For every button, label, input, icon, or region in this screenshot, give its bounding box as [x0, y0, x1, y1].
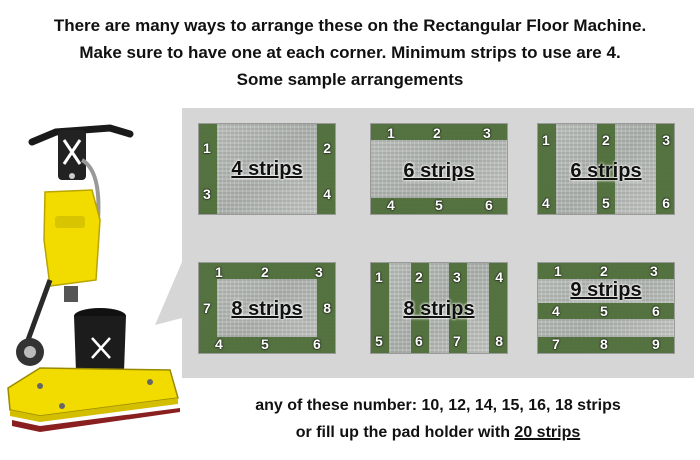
strip-number: 4 [495, 269, 503, 285]
strip-number: 1 [375, 269, 383, 285]
strip-number: 3 [483, 125, 491, 141]
strip-number: 4 [542, 195, 550, 211]
strip-number: 2 [602, 132, 610, 148]
strip-number: 3 [315, 264, 323, 280]
arrangement-tile-4-strips: 1 2 3 4 4 strips [199, 124, 335, 214]
strip [317, 124, 335, 214]
strip-number: 2 [600, 263, 608, 279]
strip-number: 8 [495, 333, 503, 349]
strip [199, 337, 335, 353]
arrangement-tile-9-strips: 1 2 3 4 5 6 7 8 9 9 strips [538, 263, 674, 353]
strip-number: 4 [552, 303, 560, 319]
strip-number: 3 [650, 263, 658, 279]
strip-number: 5 [600, 303, 608, 319]
tile-label: 8 strips [403, 298, 475, 320]
strip-number: 3 [203, 186, 211, 202]
strip-number: 2 [433, 125, 441, 141]
arrangement-tile-6-strips-vertical: 1 2 3 4 5 6 6 strips [538, 124, 674, 214]
strip-number: 1 [203, 140, 211, 156]
strip [199, 263, 335, 279]
strip [597, 124, 615, 214]
strip-number: 2 [323, 140, 331, 156]
floor-machine-illustration [7, 124, 180, 432]
strip-number: 4 [215, 336, 223, 352]
strip-number: 8 [600, 336, 608, 352]
strip-number: 9 [652, 336, 660, 352]
strip [538, 337, 674, 353]
footer-line-2-prefix: or fill up the pad holder with [295, 424, 515, 441]
strip-number: 1 [542, 132, 550, 148]
footer-line-2: or fill up the pad holder with 20 strips [182, 424, 694, 442]
tile-label: 6 strips [570, 160, 642, 182]
arrangement-tile-8-strips-frame: 1 2 3 7 8 4 5 6 8 strips [199, 263, 335, 353]
strip [199, 124, 217, 214]
strip-number: 5 [435, 197, 443, 213]
footer-line-2-emphasis: 20 strips [514, 424, 581, 441]
strip-number: 4 [323, 186, 331, 202]
strip-number: 2 [415, 269, 423, 285]
strip-number: 4 [387, 197, 395, 213]
tile-label: 4 strips [231, 158, 303, 180]
strip [489, 263, 507, 353]
arrangement-tile-6-strips-horizontal: 1 2 3 4 5 6 6 strips [371, 124, 507, 214]
strip-number: 7 [203, 300, 211, 316]
strip-number: 7 [552, 336, 560, 352]
header-line-2: Make sure to have one at each corner. Mi… [79, 43, 621, 62]
header-line-3: Some sample arrangements [236, 70, 464, 89]
strip-number: 2 [261, 264, 269, 280]
strip [199, 279, 217, 337]
header-line-1: There are many ways to arrange these on … [53, 16, 647, 35]
strip-number: 7 [453, 333, 461, 349]
strip [538, 303, 674, 319]
strip-number: 1 [215, 264, 223, 280]
strip-number: 6 [415, 333, 423, 349]
strip-number: 5 [375, 333, 383, 349]
tile-label: 6 strips [403, 160, 475, 182]
strip [371, 198, 507, 214]
strip-number: 1 [554, 263, 562, 279]
arrangement-tile-8-strips-columns: 1 2 3 4 5 6 7 8 8 strips [371, 263, 507, 353]
strip-number: 5 [261, 336, 269, 352]
tile-label: 8 strips [231, 298, 303, 320]
strip [371, 124, 507, 140]
strip-number: 6 [652, 303, 660, 319]
instructions-header: There are many ways to arrange these on … [0, 12, 700, 93]
strip [449, 263, 467, 353]
strip [538, 263, 674, 279]
strip-number: 3 [662, 132, 670, 148]
strip-number: 5 [602, 195, 610, 211]
tile-label: 9 strips [570, 279, 642, 301]
strip-number: 6 [313, 336, 321, 352]
strip [538, 124, 556, 214]
strip [317, 279, 335, 337]
strip-number: 6 [485, 197, 493, 213]
strip-number: 3 [453, 269, 461, 285]
strip-number: 1 [387, 125, 395, 141]
strip [371, 263, 389, 353]
strip-number: 8 [323, 300, 331, 316]
footer-line-1: any of these number: 10, 12, 14, 15, 16,… [255, 397, 621, 414]
strip [411, 263, 429, 353]
strip [656, 124, 674, 214]
strip-number: 6 [662, 195, 670, 211]
